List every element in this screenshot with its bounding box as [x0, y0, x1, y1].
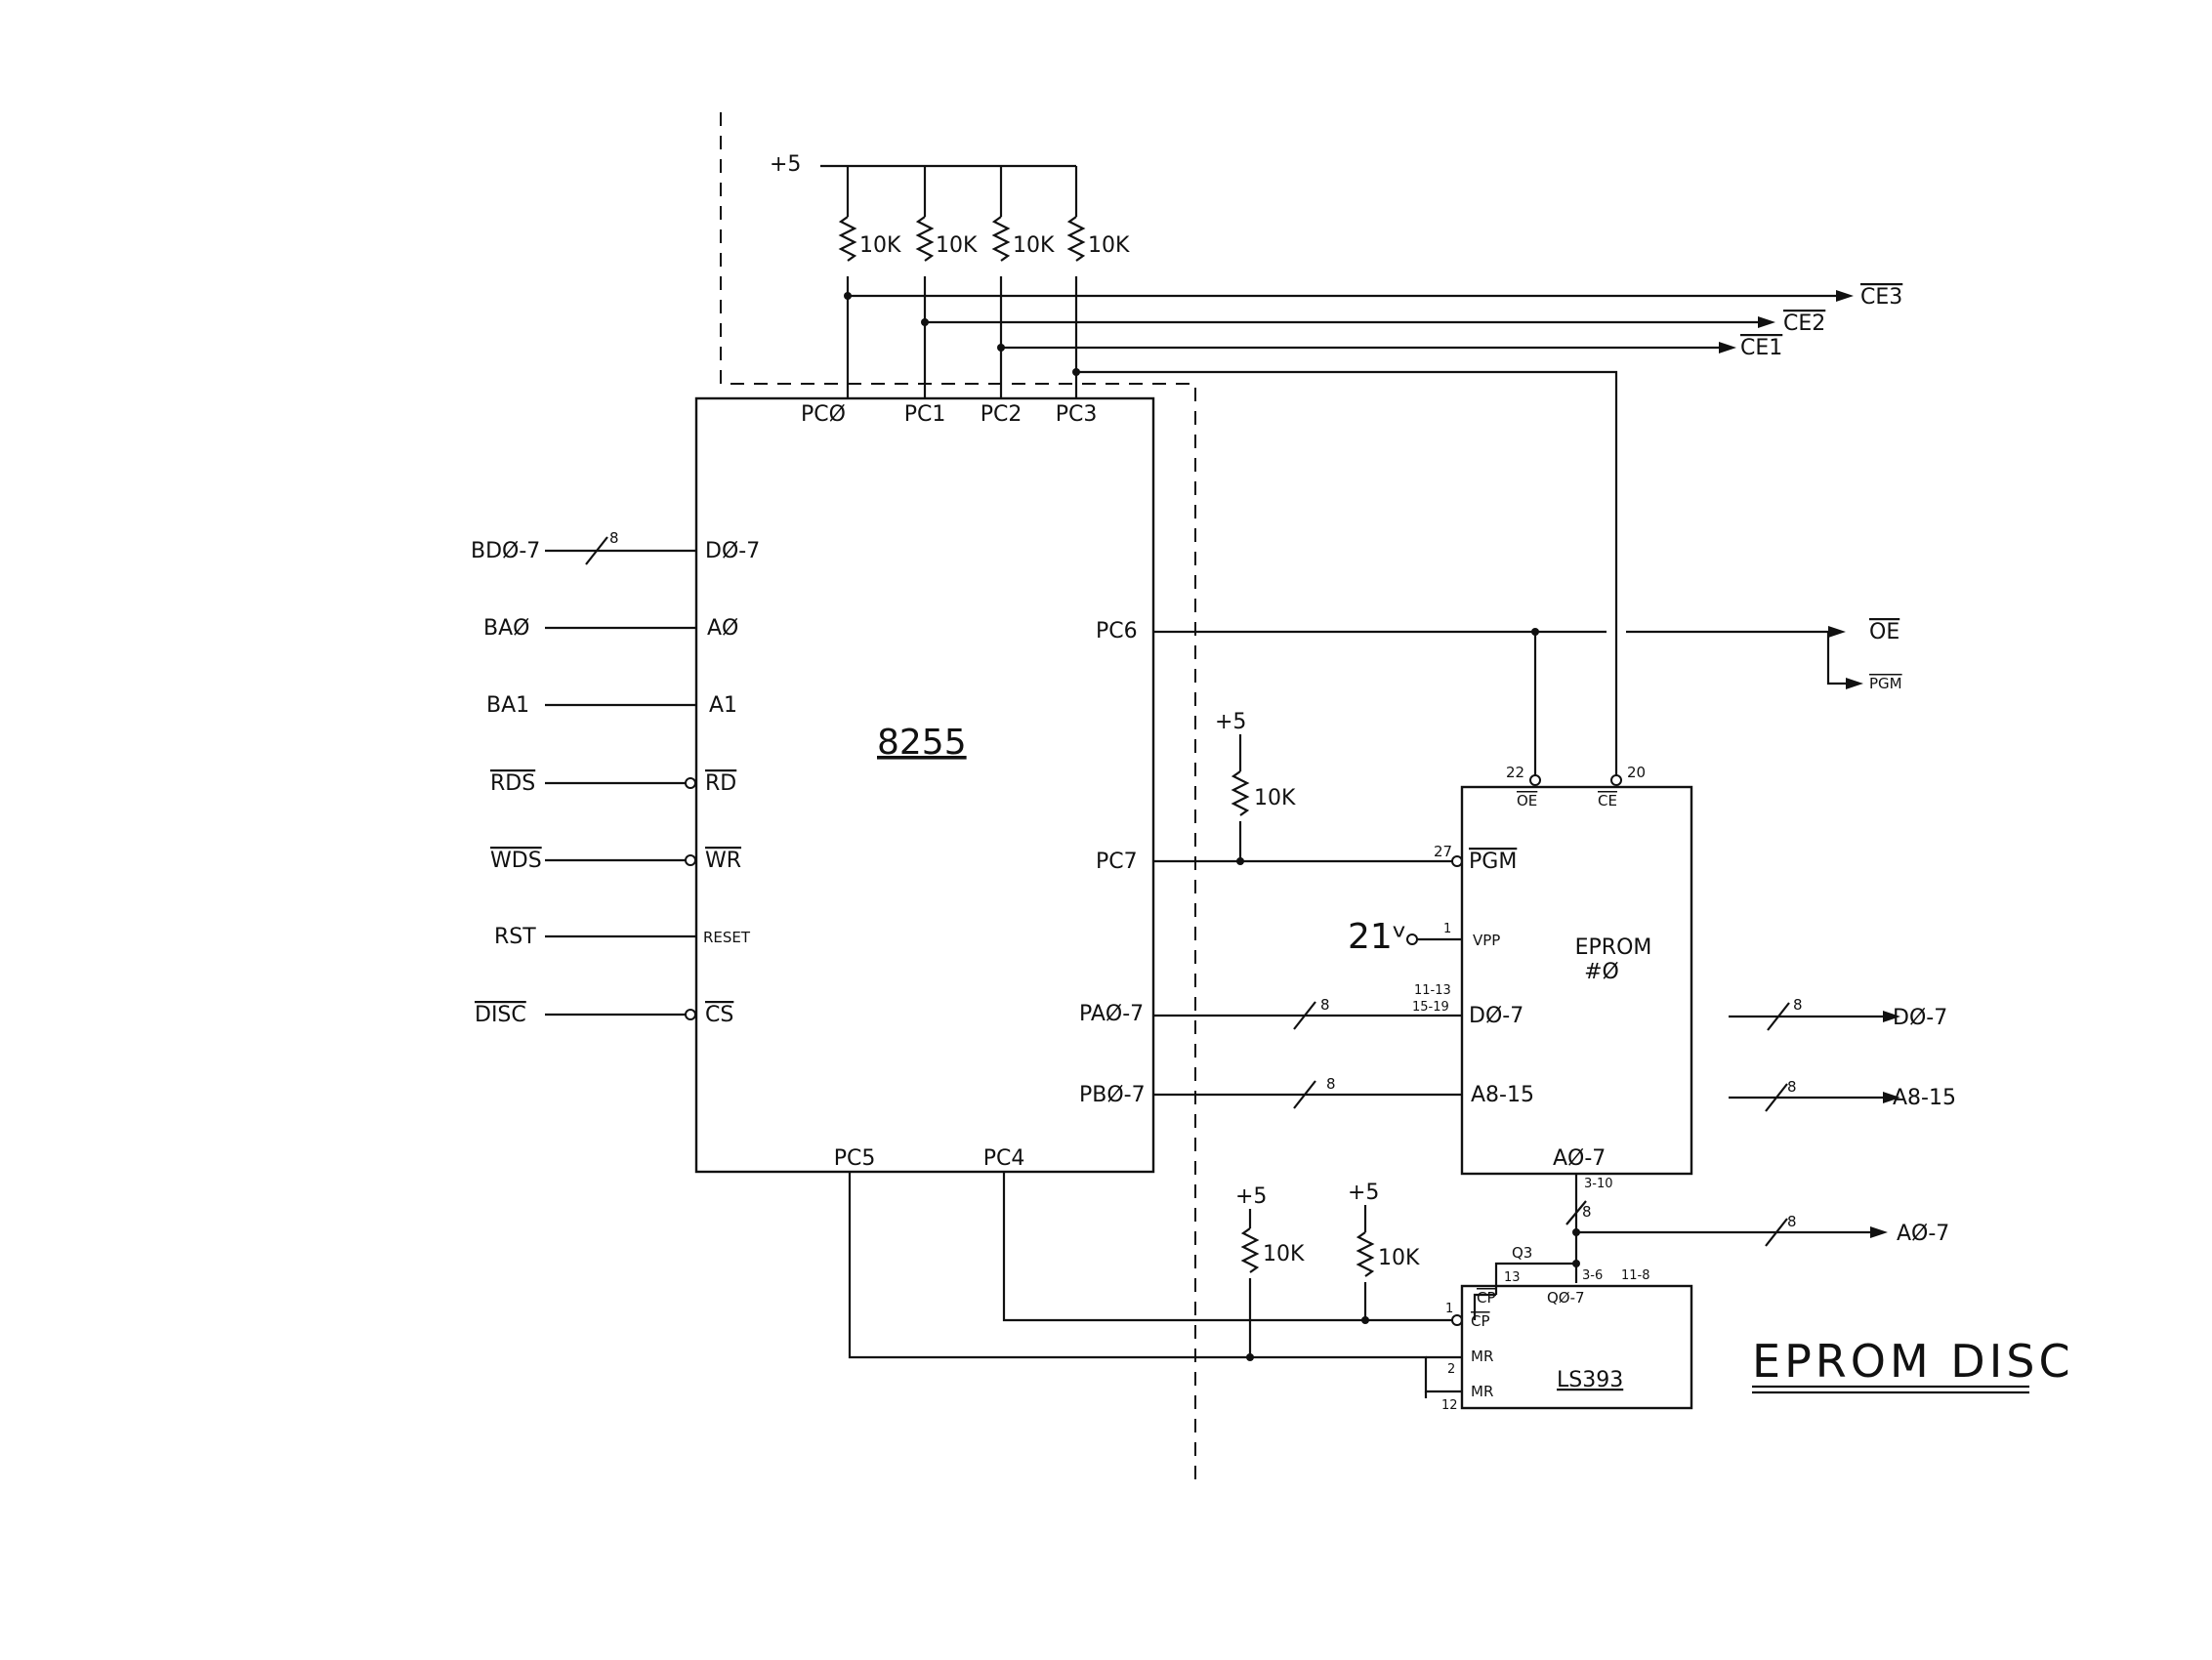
- supply-label-pc7: +5: [1215, 710, 1246, 734]
- counter-pin-11-8: 11-8: [1621, 1268, 1650, 1283]
- pin-pc5: PC5: [834, 1146, 876, 1171]
- bus-width-out-a07: 8: [1787, 1213, 1797, 1230]
- eprom-pin-20: 20: [1627, 764, 1646, 781]
- bus-note-3-10: 3-10: [1584, 1177, 1613, 1191]
- eprom-pin-a815: A8-15: [1471, 1083, 1534, 1107]
- q3-feedback: [1473, 1262, 1576, 1320]
- resistor-label-1: 10K: [859, 233, 901, 258]
- pullup-resistor-pc0: [838, 166, 857, 398]
- counter-pin-12: 12: [1441, 1398, 1458, 1413]
- output-pgm: PGM: [1869, 675, 1902, 692]
- input-disc: DISC: [475, 1003, 526, 1027]
- pin-a1: A1: [709, 693, 737, 718]
- resistor-label-4: 10K: [1088, 233, 1130, 258]
- counter-pin-2: 2: [1447, 1362, 1455, 1377]
- input-rst: RST: [494, 925, 536, 949]
- pin-d07: DØ-7: [705, 539, 760, 563]
- eprom-label-1: EPROM: [1575, 935, 1652, 960]
- eprom-label-2: #Ø: [1584, 960, 1619, 984]
- pin-pc3: PC3: [1056, 402, 1098, 427]
- pin-pc7: PC7: [1096, 850, 1138, 874]
- pin-pc1: PC1: [904, 402, 946, 427]
- bus-width-pb: 8: [1326, 1075, 1336, 1093]
- pullup-resistor-mr: [1240, 1209, 1260, 1357]
- pullup-resistor-pc3: [1066, 166, 1086, 398]
- counter-pin-3-6: 3-6: [1582, 1268, 1603, 1283]
- pullup-resistor-pc1: [915, 166, 935, 398]
- resistor-label-pc7: 10K: [1254, 786, 1296, 810]
- pin-pa07: PAØ-7: [1079, 1002, 1144, 1026]
- bus-width-a07: 8: [1582, 1203, 1592, 1221]
- bus-width-out-d07: 8: [1793, 996, 1803, 1014]
- pin-pc4: PC4: [983, 1146, 1025, 1171]
- resistor-label-2: 10K: [936, 233, 978, 258]
- resistor-label-cp: 10K: [1378, 1246, 1420, 1270]
- output-a07: AØ-7: [1897, 1222, 1949, 1246]
- pin-pc6: PC6: [1096, 619, 1138, 643]
- eprom-body: [1460, 785, 1693, 1176]
- counter-pin-q07: QØ-7: [1547, 1289, 1585, 1307]
- pullup-resistor-cp: [1356, 1205, 1375, 1320]
- eprom-pin-22: 22: [1506, 764, 1524, 781]
- pc6-oe-line: [1153, 630, 1846, 685]
- output-oe: OE: [1869, 620, 1899, 644]
- ic-8255-body: [694, 396, 1155, 1174]
- bus-width-pa: 8: [1320, 996, 1330, 1014]
- board-boundary: [720, 112, 1196, 1479]
- supply-label-cp: +5: [1348, 1181, 1379, 1205]
- output-a815: A8-15: [1893, 1086, 1956, 1110]
- bus-width-bd: 8: [609, 529, 619, 547]
- ce0-line: [1076, 370, 1618, 776]
- diagram-title: EPROM DISC: [1752, 1335, 2074, 1388]
- counter-pin-cp: CP: [1471, 1312, 1490, 1330]
- input-ba0: BAØ: [483, 616, 529, 641]
- eprom-pin-27: 27: [1434, 843, 1452, 860]
- bus-width-out-a815: 8: [1787, 1078, 1797, 1096]
- ls393-body: [1460, 1284, 1693, 1410]
- input-wds: WDS: [490, 849, 542, 873]
- pin-wr: WR: [705, 849, 741, 873]
- resistor-label-mr: 10K: [1263, 1242, 1305, 1266]
- output-ce2: CE2: [1783, 311, 1825, 336]
- pin-pc0: PCØ: [801, 402, 846, 427]
- vpp-supply-label: 21ᵛ: [1348, 917, 1407, 957]
- counter-pin-mr2: MR: [1471, 1383, 1493, 1400]
- eprom-pin-a07: AØ-7: [1553, 1146, 1606, 1171]
- pin-cs: CS: [705, 1003, 733, 1027]
- pin-pb07: PBØ-7: [1079, 1083, 1146, 1107]
- eprom-pin-oe: OE: [1517, 792, 1537, 809]
- eprom-pin-vpp: VPP: [1473, 932, 1500, 949]
- eprom-pin-d07: DØ-7: [1469, 1004, 1523, 1028]
- eprom-pin-11-13: 11-13: [1414, 983, 1451, 998]
- pin-a0: AØ: [707, 616, 738, 641]
- ls393-label: LS393: [1557, 1368, 1623, 1392]
- supply-label-top: +5: [770, 152, 801, 177]
- counter-pin-cp-top: CP: [1477, 1289, 1496, 1307]
- output-ce3: CE3: [1860, 285, 1902, 310]
- resistor-label-3: 10K: [1013, 233, 1055, 258]
- pullup-resistor-pc7: [1231, 734, 1250, 861]
- eprom-pin-15-19: 15-19: [1412, 1000, 1449, 1015]
- pin-pc2: PC2: [981, 402, 1023, 427]
- supply-label-mr: +5: [1235, 1184, 1267, 1209]
- output-ce1: CE1: [1740, 336, 1782, 360]
- ic-8255-label: 8255: [877, 723, 967, 763]
- pin-rd: RD: [705, 771, 736, 796]
- output-d07: DØ-7: [1893, 1006, 1947, 1030]
- counter-pin-1: 1: [1445, 1302, 1453, 1316]
- input-rds: RDS: [490, 771, 535, 796]
- eprom-pin-ce: CE: [1598, 792, 1617, 809]
- counter-q3: Q3: [1512, 1244, 1532, 1262]
- input-ba1: BA1: [486, 693, 529, 718]
- eprom-pin-1: 1: [1443, 922, 1451, 936]
- pc4-cp-line: [1002, 1172, 1452, 1322]
- counter-pin-13: 13: [1504, 1270, 1521, 1285]
- pin-reset: RESET: [703, 929, 751, 946]
- eprom-pin-pgm: PGM: [1469, 850, 1517, 874]
- input-bd07: BDØ-7: [471, 539, 540, 563]
- counter-pin-mr1: MR: [1471, 1348, 1493, 1365]
- pullup-resistor-pc2: [991, 166, 1011, 398]
